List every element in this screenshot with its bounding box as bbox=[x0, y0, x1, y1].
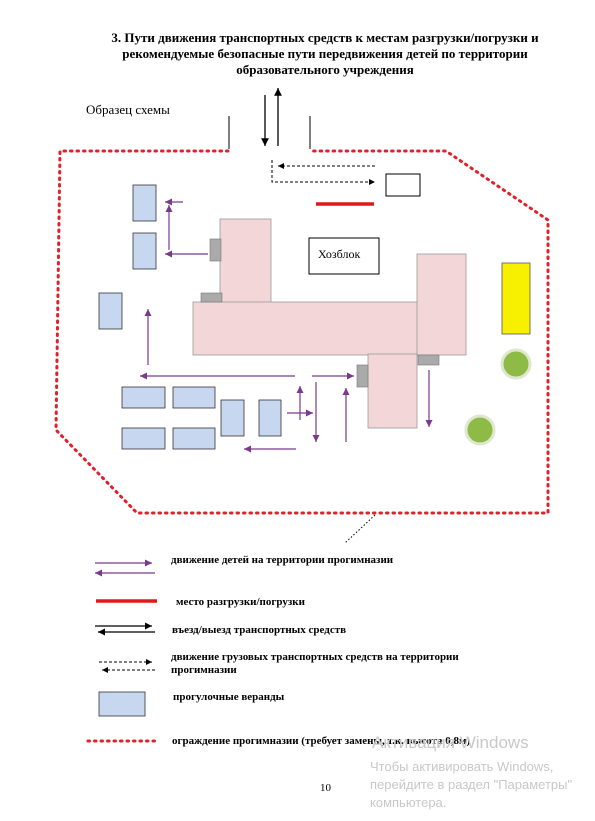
legend-children-text: движение детей на территории прогимназии bbox=[171, 554, 394, 566]
tree-icon bbox=[464, 414, 496, 446]
legend-unloading-text: место разгрузки/погрузки bbox=[176, 596, 305, 608]
yellow-block bbox=[501, 262, 531, 335]
legend-veranda-text: прогулочные веранды bbox=[173, 691, 285, 703]
legend-truck-text: движение грузовых транспортных средств н… bbox=[171, 651, 459, 676]
watermark-text: Чтобы активировать Windows, перейдите в … bbox=[370, 759, 573, 810]
tree-icon bbox=[500, 348, 532, 380]
scheme-caption: Образец схемы bbox=[86, 102, 170, 117]
parking-box bbox=[385, 173, 421, 197]
document-title: 3. Пути движения транспортных средств к … bbox=[111, 30, 539, 77]
page-number: 10 bbox=[320, 782, 331, 794]
fence-outline bbox=[54, 149, 550, 515]
watermark-title: Активация Windows bbox=[372, 733, 529, 752]
entrance-blocks bbox=[200, 238, 440, 388]
verandas bbox=[98, 184, 282, 450]
truck-route-dashed bbox=[271, 160, 375, 185]
callout-line bbox=[344, 514, 376, 544]
legend-veranda-box bbox=[98, 691, 146, 717]
outbuilding-label: Хозблок bbox=[318, 247, 360, 261]
outbuilding-box bbox=[308, 237, 380, 275]
legend-symbols bbox=[86, 559, 159, 743]
legend-fence-text: ограждение прогимназии (требует замены, … bbox=[172, 735, 471, 747]
legend-entry-exit-text: въезд/выезд транспортных средств bbox=[172, 624, 347, 636]
main-building bbox=[192, 218, 467, 429]
children-routes bbox=[140, 198, 433, 453]
